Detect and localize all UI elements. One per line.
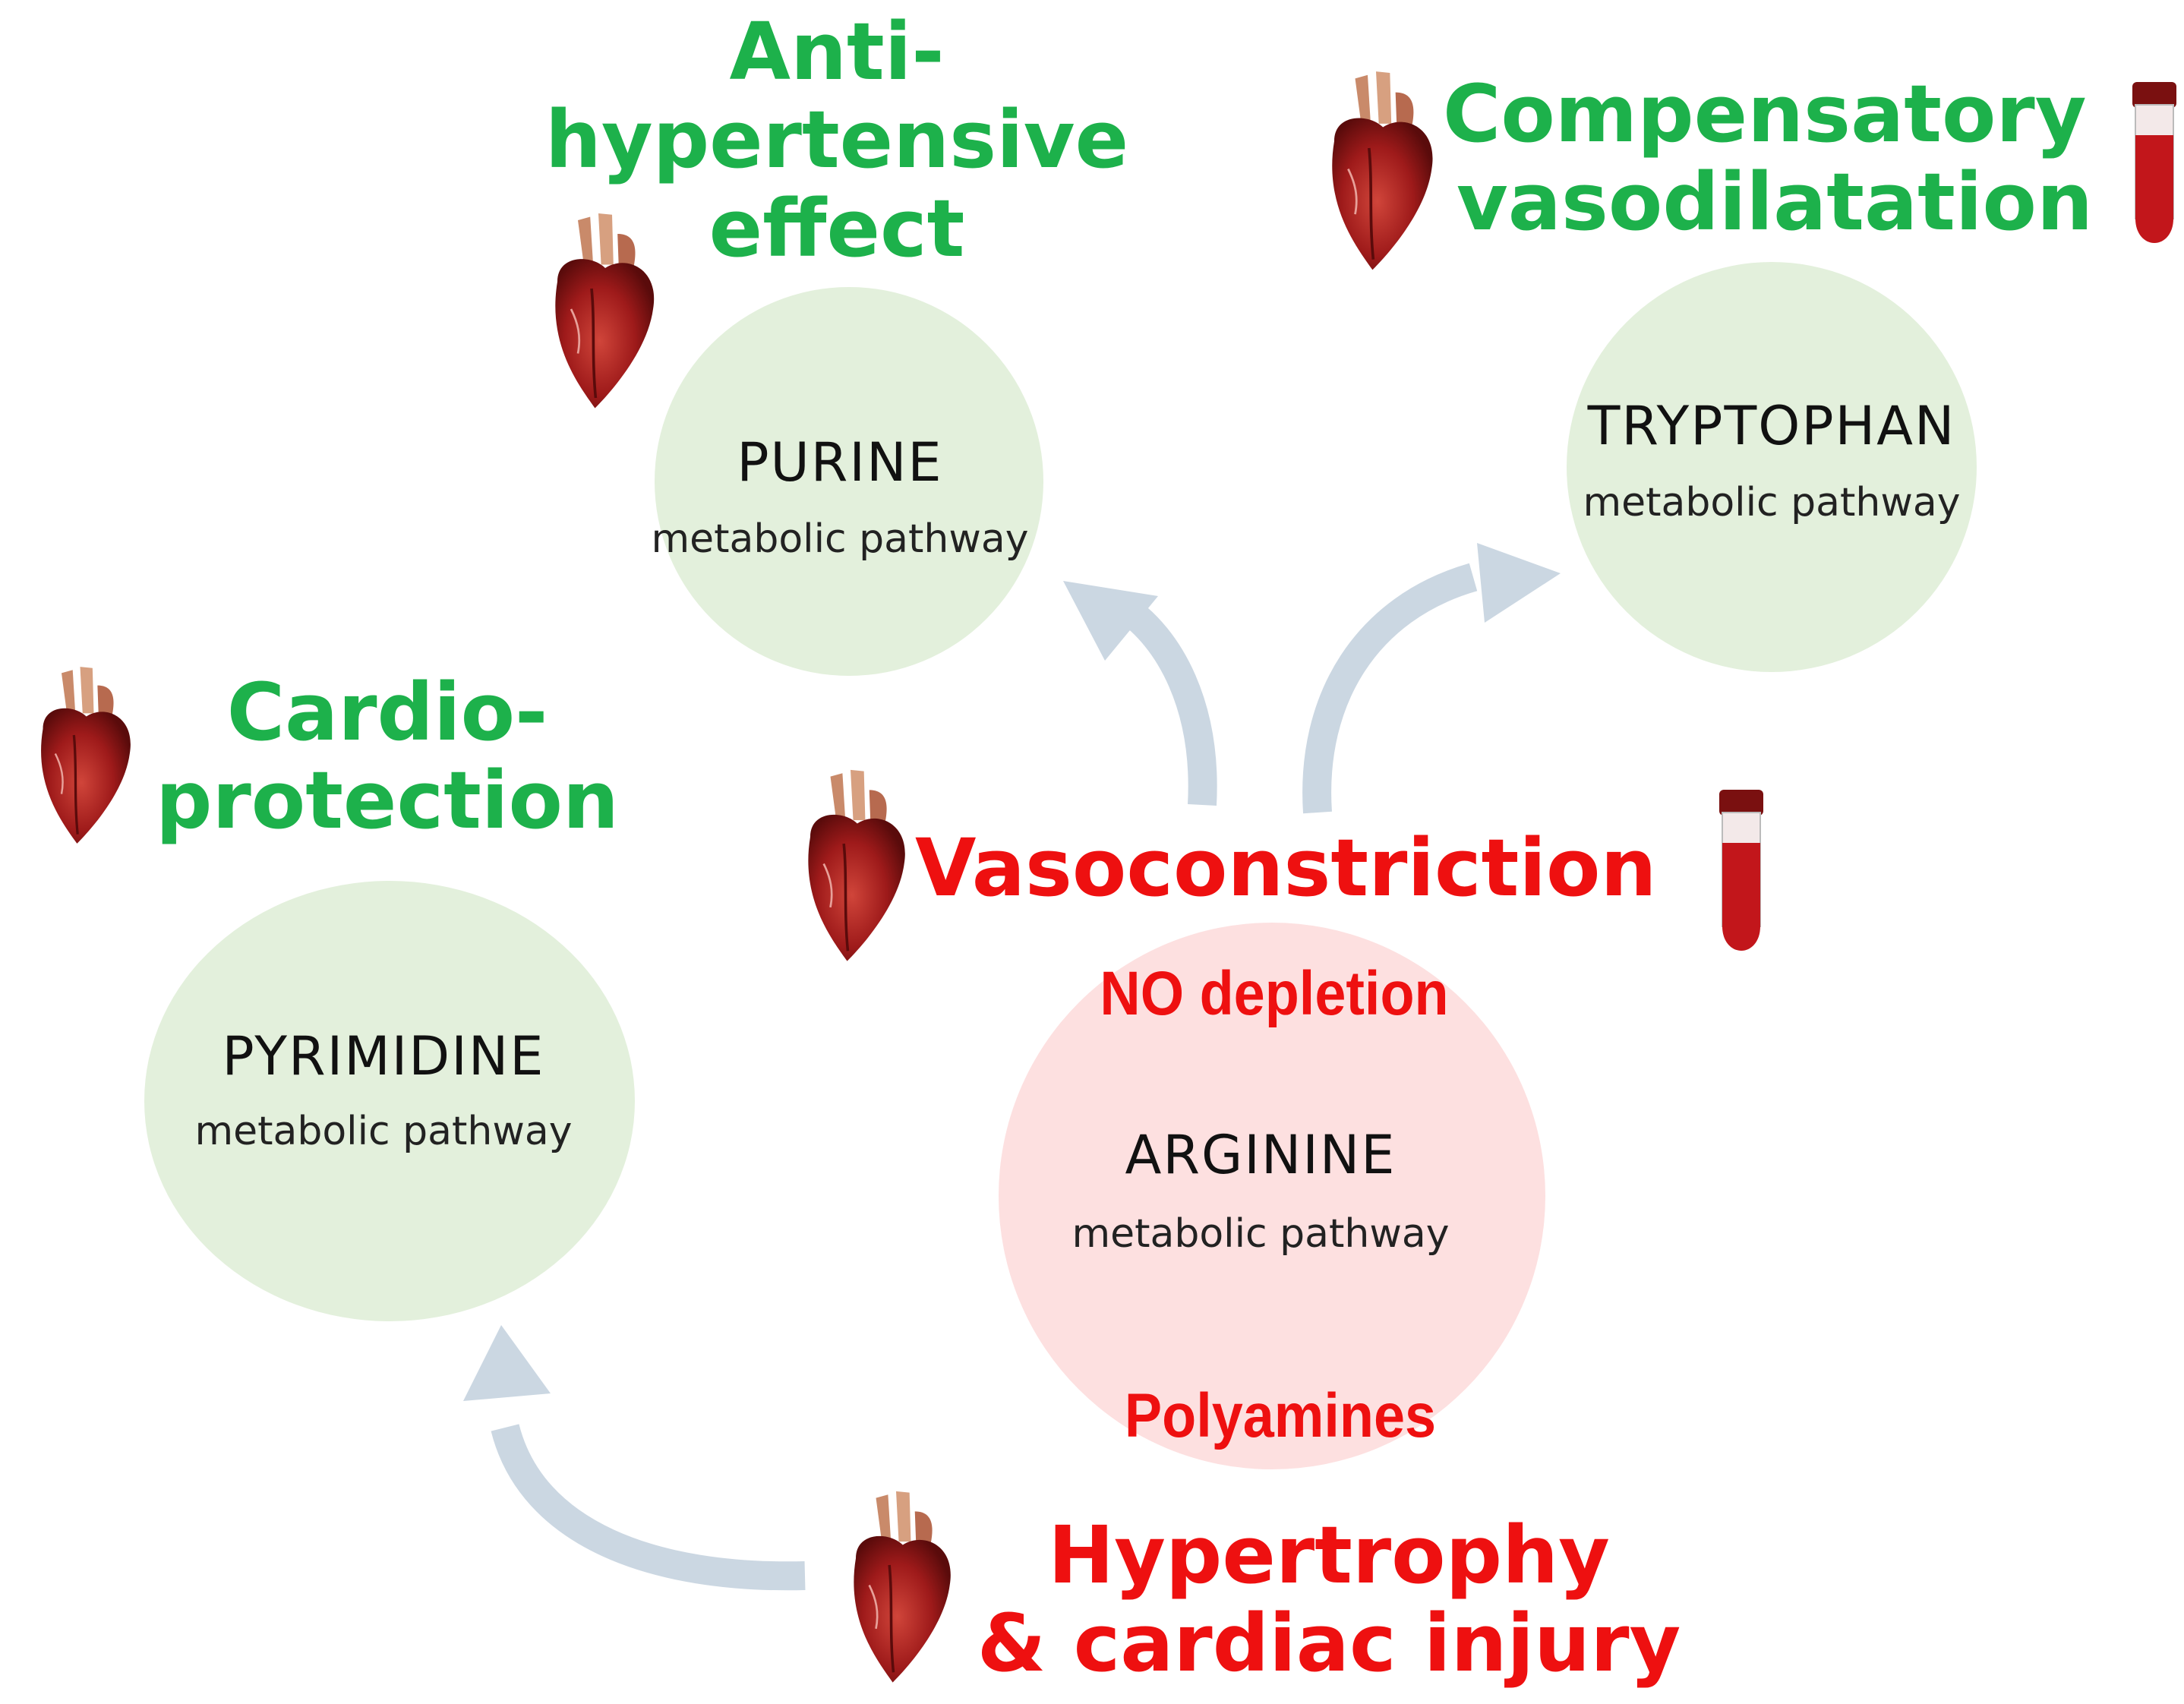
arginine-circle (999, 923, 1545, 1469)
anti-hypertensive-label: Anti- hypertensive effect (541, 8, 1133, 273)
heart-icon (854, 1491, 951, 1683)
hypertrophy-label: Hypertrophy & cardiac injury (957, 1511, 1701, 1688)
effect-line: effect (709, 181, 965, 275)
polyamines-label: Polyamines (1124, 1381, 1437, 1450)
effect-line: Compensatory (1443, 68, 2087, 160)
effect-line: vasodilatation (1457, 156, 2093, 249)
compensatory-vasodilatation-label: Compensatory vasodilatation (1443, 70, 2104, 247)
purine-subtitle: metabolic pathway (651, 516, 1029, 562)
pyrimidine-title: PYRIMIDINE (222, 1025, 545, 1087)
purine-circle (655, 287, 1043, 676)
tryptophan-circle (1567, 262, 1977, 672)
arrow-to-pyrimidine (463, 1325, 806, 1591)
effect-line: Vasoconstriction (915, 822, 1657, 914)
effect-line: Anti- (729, 5, 945, 98)
blood-tube-icon (1719, 790, 1763, 951)
effect-line: protection (156, 754, 619, 847)
arginine-title: ARGININE (1125, 1124, 1397, 1186)
no-depletion-label: NO depletion (1100, 959, 1449, 1028)
effect-line: Cardio- (226, 666, 548, 759)
tryptophan-title: TRYPTOPHAN (1587, 395, 1956, 457)
effect-line: Hypertrophy (1048, 1509, 1610, 1601)
heart-icon (555, 213, 655, 409)
effect-line: & cardiac injury (977, 1597, 1681, 1690)
tryptophan-subtitle: metabolic pathway (1583, 480, 1961, 525)
vasoconstriction-label: Vasoconstriction (915, 822, 1690, 914)
blood-tube-icon (2132, 82, 2176, 243)
heart-icon (41, 667, 131, 844)
purine-title: PURINE (737, 431, 943, 494)
pyrimidine-circle (144, 881, 635, 1321)
heart-icon (808, 769, 905, 961)
effect-line: hypertensive (544, 93, 1129, 187)
pyrimidine-subtitle: metabolic pathway (194, 1109, 573, 1154)
arrow-to-tryptophan (1302, 543, 1561, 814)
arrow-to-purine (1063, 581, 1217, 806)
cardioprotection-label: Cardio- protection (144, 668, 630, 845)
heart-icon (1332, 71, 1433, 270)
arginine-subtitle: metabolic pathway (1071, 1211, 1450, 1257)
